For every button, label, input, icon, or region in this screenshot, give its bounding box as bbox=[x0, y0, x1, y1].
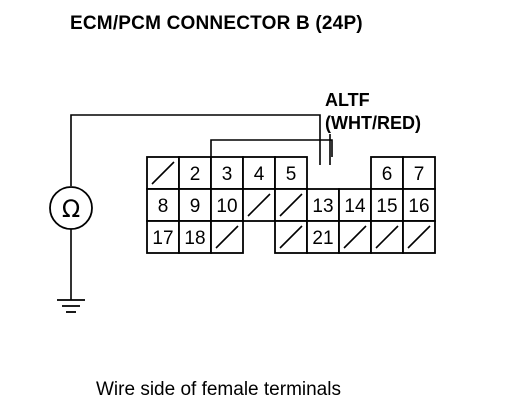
terminal-3: 3 bbox=[210, 156, 244, 190]
terminal-17: 17 bbox=[146, 220, 180, 254]
cavity-outline bbox=[178, 220, 212, 254]
terminal-14: 14 bbox=[338, 188, 372, 222]
ground-icon bbox=[57, 299, 85, 313]
terminal-number: 16 bbox=[408, 196, 429, 217]
blank-cavity bbox=[274, 188, 308, 222]
terminal-8: 8 bbox=[146, 188, 180, 222]
cavity-outline bbox=[242, 156, 276, 190]
ohmmeter-icon: Ω bbox=[49, 186, 93, 230]
blank-cavity bbox=[146, 156, 180, 190]
blank-slash bbox=[375, 225, 399, 249]
terminal-21: 21 bbox=[306, 220, 340, 254]
terminal-15: 15 bbox=[370, 188, 404, 222]
blank-slash bbox=[407, 225, 431, 249]
terminal-4: 4 bbox=[242, 156, 276, 190]
blank-cavity bbox=[402, 220, 436, 254]
blank-cavity bbox=[338, 220, 372, 254]
terminal-13: 13 bbox=[306, 188, 340, 222]
terminal-16: 16 bbox=[402, 188, 436, 222]
terminal-number: 2 bbox=[190, 164, 201, 185]
wire-color-label: (WHT/RED) bbox=[325, 113, 421, 133]
terminal-10: 10 bbox=[210, 188, 244, 222]
diagram-title: ECM/PCM CONNECTOR B (24P) bbox=[70, 13, 363, 34]
terminal-number: 18 bbox=[184, 228, 205, 249]
terminal-number: 4 bbox=[254, 164, 265, 185]
cavity-outline bbox=[402, 188, 436, 222]
terminal-18: 18 bbox=[178, 220, 212, 254]
terminal-5: 5 bbox=[274, 156, 308, 190]
signal-name-label: ALTF bbox=[325, 90, 370, 110]
cavity-outline bbox=[306, 220, 340, 254]
terminal-9: 9 bbox=[178, 188, 212, 222]
blank-slash bbox=[279, 193, 303, 217]
blank-cavity bbox=[210, 220, 244, 254]
svg-text:Ω: Ω bbox=[62, 195, 80, 223]
blank-slash bbox=[343, 225, 367, 249]
terminal-number: 13 bbox=[312, 196, 333, 217]
diagram-caption: Wire side of female terminals bbox=[96, 379, 341, 400]
terminal-number: 9 bbox=[190, 196, 201, 217]
blank-cavity bbox=[370, 220, 404, 254]
blank-slash bbox=[151, 161, 175, 185]
connector-lock-tab bbox=[210, 139, 333, 157]
terminal-2: 2 bbox=[178, 156, 212, 190]
terminal-number: 21 bbox=[312, 228, 333, 249]
terminal-number: 10 bbox=[216, 196, 237, 217]
blank-slash bbox=[215, 225, 239, 249]
blank-slash bbox=[279, 225, 303, 249]
blank-cavity bbox=[242, 188, 276, 222]
blank-slash bbox=[247, 193, 271, 217]
cavity-outline bbox=[210, 156, 244, 190]
terminal-number: 8 bbox=[158, 196, 169, 217]
terminal-7: 7 bbox=[402, 156, 436, 190]
terminal-number: 14 bbox=[344, 196, 366, 217]
blank-cavity bbox=[274, 220, 308, 254]
terminal-6: 6 bbox=[370, 156, 404, 190]
terminal-number: 5 bbox=[286, 164, 297, 185]
terminal-number: 7 bbox=[414, 164, 425, 185]
terminal-number: 6 bbox=[382, 164, 393, 185]
terminal-number: 3 bbox=[222, 164, 233, 185]
terminal-number: 17 bbox=[152, 228, 173, 249]
terminal-number: 15 bbox=[376, 196, 397, 217]
